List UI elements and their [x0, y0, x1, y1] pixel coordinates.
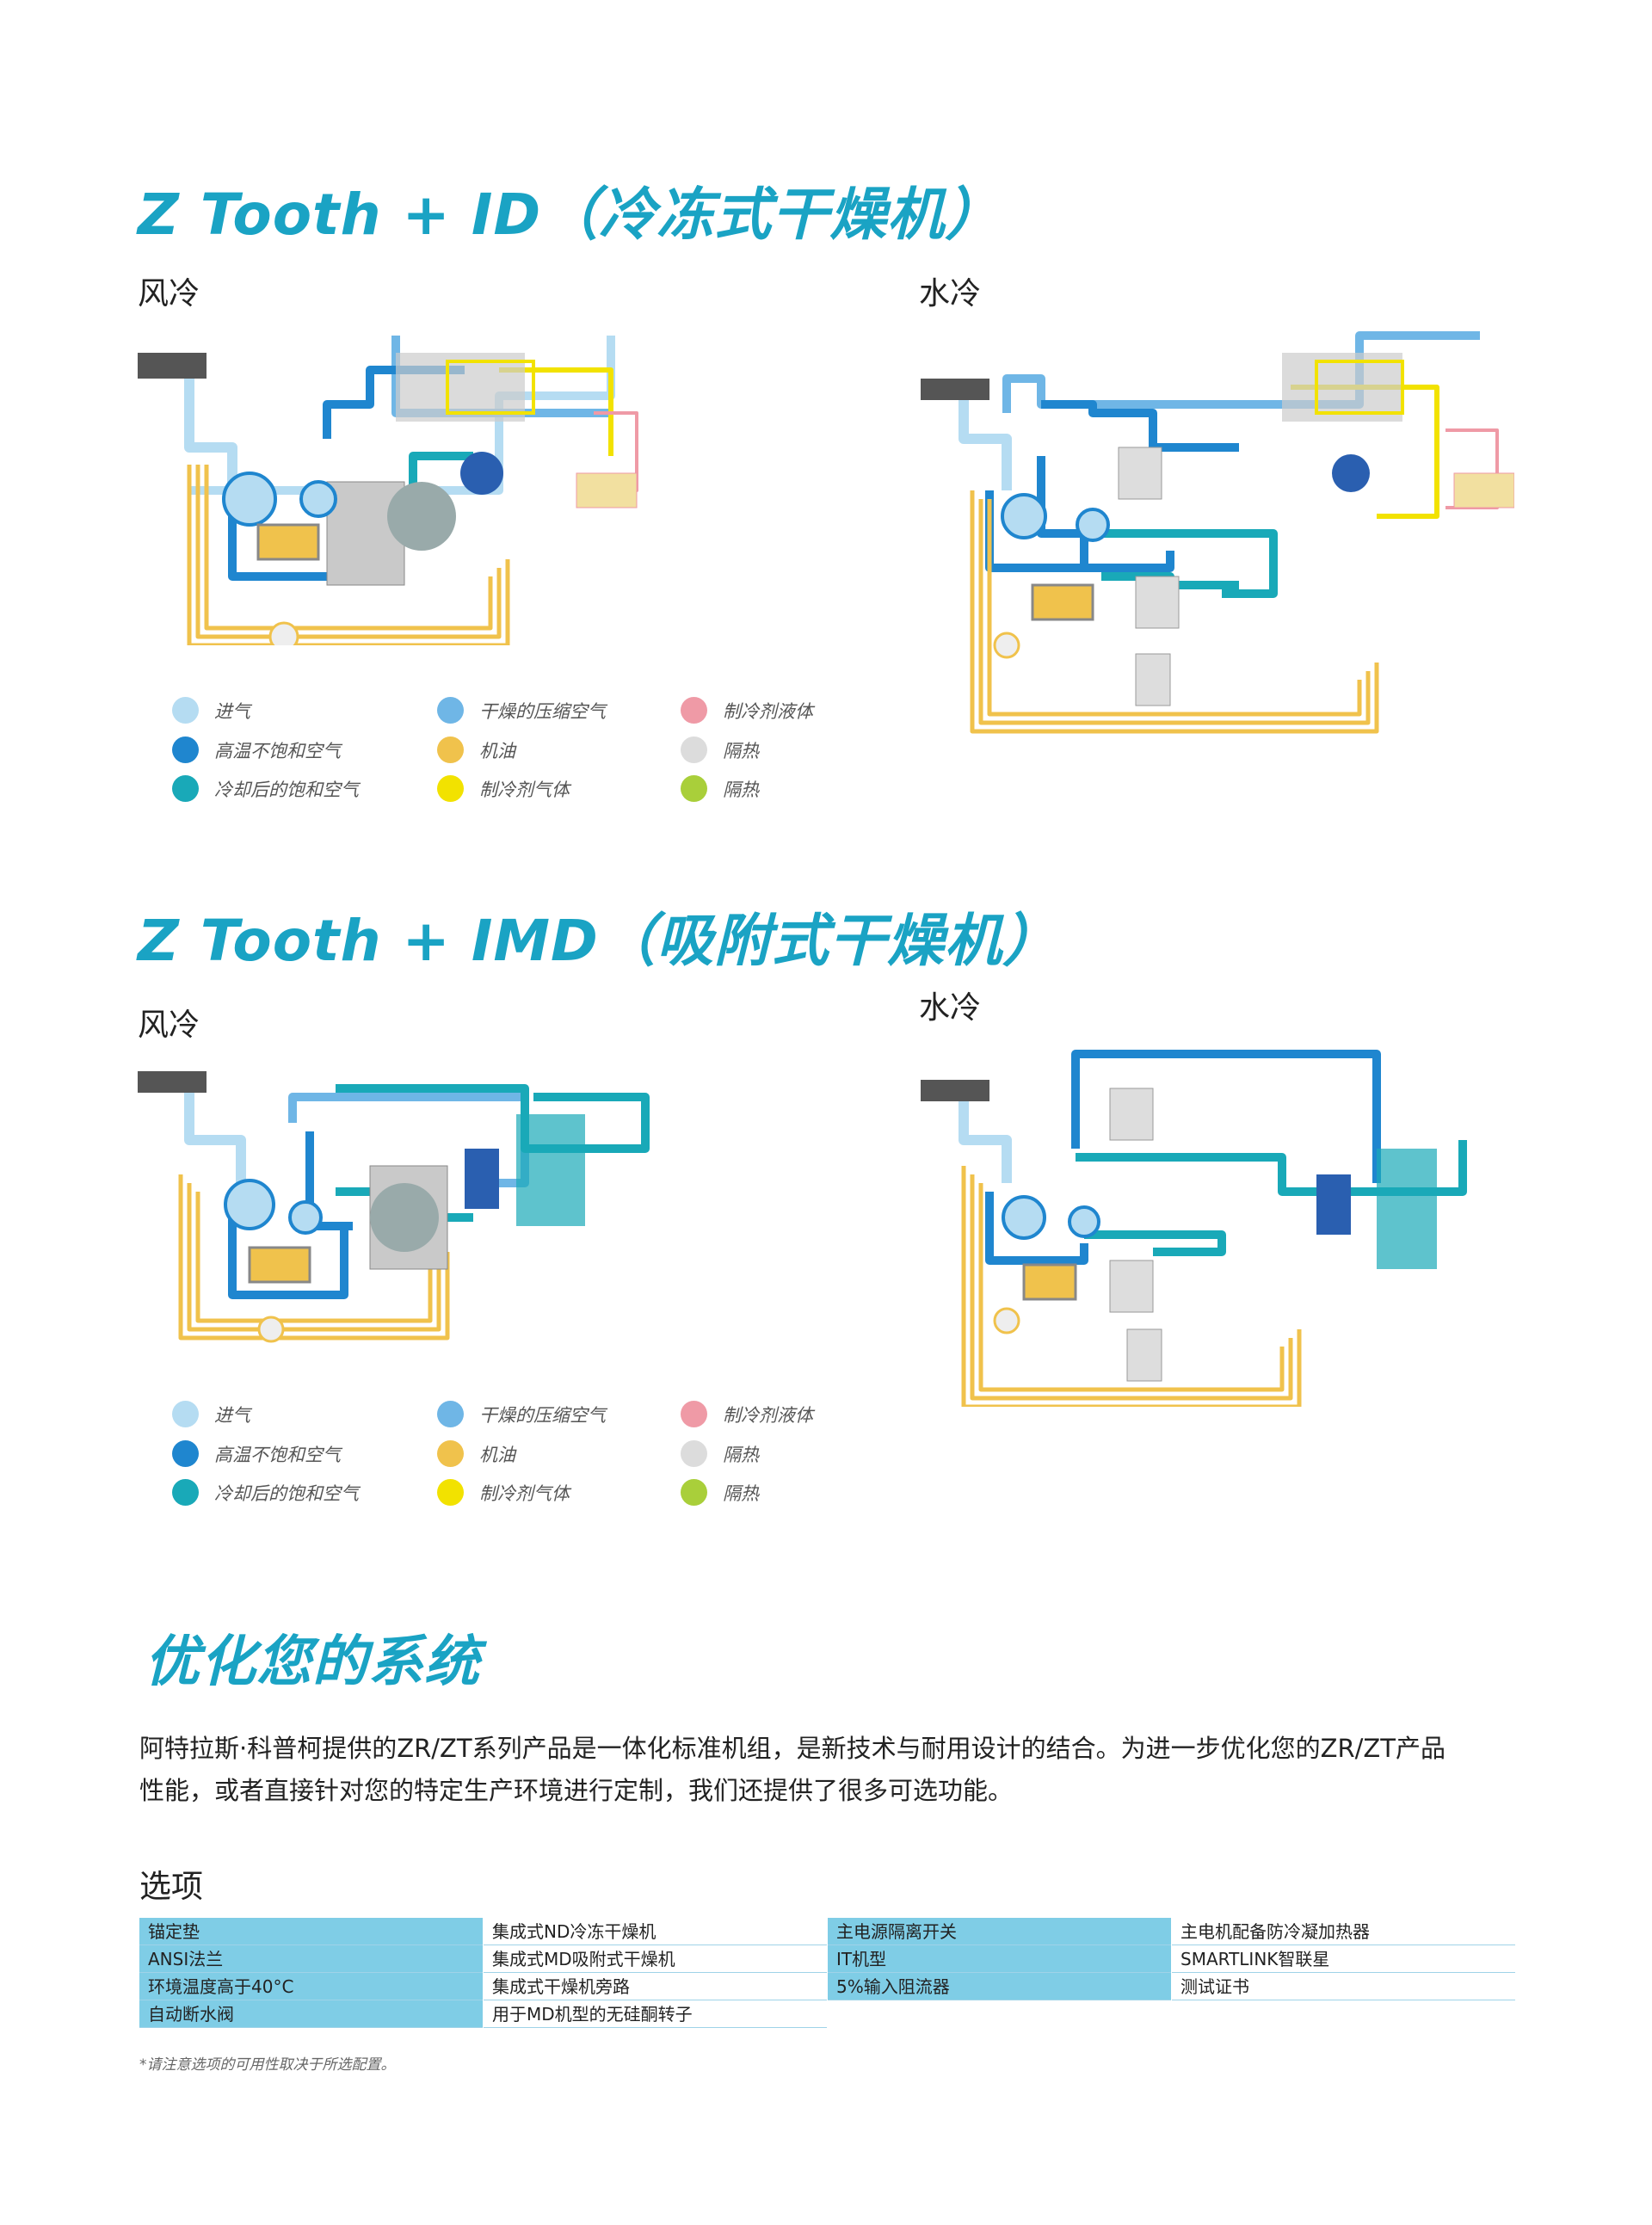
- legend-swatch: [681, 1401, 707, 1427]
- section2-title: Z Tooth + IMD（吸附式干燥机）: [138, 908, 1060, 974]
- options-column-4: 主电机配备防冷凝加热器 SMARTLINK智联星 测试证书: [1172, 1918, 1515, 2000]
- legend-swatch: [172, 1479, 199, 1506]
- legend-label: 冷却后的饱和空气: [214, 779, 359, 800]
- options-column-1: 锚定垫 ANSI法兰 环境温度高于40°C 自动断水阀: [139, 1918, 483, 2028]
- legend-swatch: [172, 1440, 199, 1467]
- optimize-line-1: 阿特拉斯·科普柯提供的ZR/ZT系列产品是一体化标准机组，是新技术与耐用设计的结…: [139, 1734, 1446, 1763]
- option-item: 主电源隔离开关: [828, 1918, 1171, 1945]
- legend-swatch: [437, 775, 464, 802]
- legend-label: 制冷剂液体: [723, 1404, 813, 1426]
- legend-swatch: [437, 697, 464, 724]
- legend-label: 机油: [479, 740, 515, 761]
- legend-label: 隔热: [723, 779, 759, 800]
- legend-label: 干燥的压缩空气: [479, 1404, 606, 1426]
- diagram-id-air-cooled: [138, 336, 638, 645]
- legend-label: 进气: [214, 700, 250, 722]
- option-item: 主电机配备防冷凝加热器: [1172, 1918, 1515, 1945]
- diagram-id-water-cooled: [921, 331, 1514, 734]
- legend-label: 隔热: [723, 740, 759, 761]
- legend-swatch: [172, 1401, 199, 1427]
- option-item: 集成式ND冷冻干燥机: [484, 1918, 827, 1945]
- options-column-3: 主电源隔离开关 IT机型 5%输入阻流器: [828, 1918, 1171, 2000]
- legend-label: 隔热: [723, 1482, 759, 1504]
- section1-title: Z Tooth + ID（冷冻式干燥机）: [138, 182, 1003, 248]
- legend-label: 制冷剂气体: [479, 1482, 570, 1504]
- optimize-line-2: 性能，或者直接针对您的特定生产环境进行定制，我们还提供了很多可选功能。: [139, 1776, 1014, 1805]
- air-cooled-label: 风冷: [138, 276, 200, 311]
- option-item: IT机型: [828, 1945, 1171, 1973]
- legend-swatch: [172, 697, 199, 724]
- air-cooled-label: 风冷: [138, 1008, 200, 1043]
- legend-swatch: [681, 775, 707, 802]
- legend-label: 干燥的压缩空气: [479, 700, 606, 722]
- optimize-body: 阿特拉斯·科普柯提供的ZR/ZT系列产品是一体化标准机组，是新技术与耐用设计的结…: [139, 1728, 1559, 1812]
- water-cooled-label: 水冷: [919, 990, 982, 1026]
- legend-label: 隔热: [723, 1444, 759, 1465]
- option-item: 用于MD机型的无硅酮转子: [484, 2000, 827, 2028]
- option-item: SMARTLINK智联星: [1172, 1945, 1515, 1973]
- option-item: ANSI法兰: [139, 1945, 483, 1973]
- legend-swatch: [681, 1479, 707, 1506]
- legend-swatch: [172, 775, 199, 802]
- legend-swatch: [172, 737, 199, 763]
- legend-swatch: [681, 697, 707, 724]
- option-item: 环境温度高于40°C: [139, 1973, 483, 2000]
- optimize-title: 优化您的系统: [145, 1630, 480, 1694]
- legend-label: 冷却后的饱和空气: [214, 1482, 359, 1504]
- option-item: 5%输入阻流器: [828, 1973, 1171, 2000]
- legend-swatch: [437, 737, 464, 763]
- option-item: 集成式MD吸附式干燥机: [484, 1945, 827, 1973]
- legend-label: 制冷剂气体: [479, 779, 570, 800]
- legend-label: 制冷剂液体: [723, 700, 813, 722]
- legend-section1: 进气 高温不饱和空气 冷却后的饱和空气 干燥的压缩空气 机油 制冷剂气体 制冷剂…: [172, 697, 946, 835]
- option-item: 自动断水阀: [139, 2000, 483, 2028]
- legend-section2: 进气 高温不饱和空气 冷却后的饱和空气 干燥的压缩空气 机油 制冷剂气体 制冷剂…: [172, 1401, 946, 1538]
- legend-swatch: [437, 1401, 464, 1427]
- diagram-imd-air-cooled: [138, 1071, 650, 1343]
- options-title: 选项: [139, 1868, 203, 1905]
- legend-swatch: [437, 1440, 464, 1467]
- legend-label: 进气: [214, 1404, 250, 1426]
- option-item: 测试证书: [1172, 1973, 1515, 2000]
- legend-label: 高温不饱和空气: [214, 1444, 341, 1465]
- options-note: *请注意选项的可用性取决于所选配置。: [139, 2056, 396, 2074]
- legend-swatch: [681, 1440, 707, 1467]
- diagram-imd-water-cooled: [921, 1050, 1467, 1407]
- options-column-2: 集成式ND冷冻干燥机 集成式MD吸附式干燥机 集成式干燥机旁路 用于MD机型的无…: [484, 1918, 827, 2028]
- water-cooled-label: 水冷: [919, 276, 982, 311]
- legend-swatch: [681, 737, 707, 763]
- option-item: 集成式干燥机旁路: [484, 1973, 827, 2000]
- legend-swatch: [437, 1479, 464, 1506]
- option-item: 锚定垫: [139, 1918, 483, 1945]
- legend-label: 机油: [479, 1444, 515, 1465]
- legend-label: 高温不饱和空气: [214, 740, 341, 761]
